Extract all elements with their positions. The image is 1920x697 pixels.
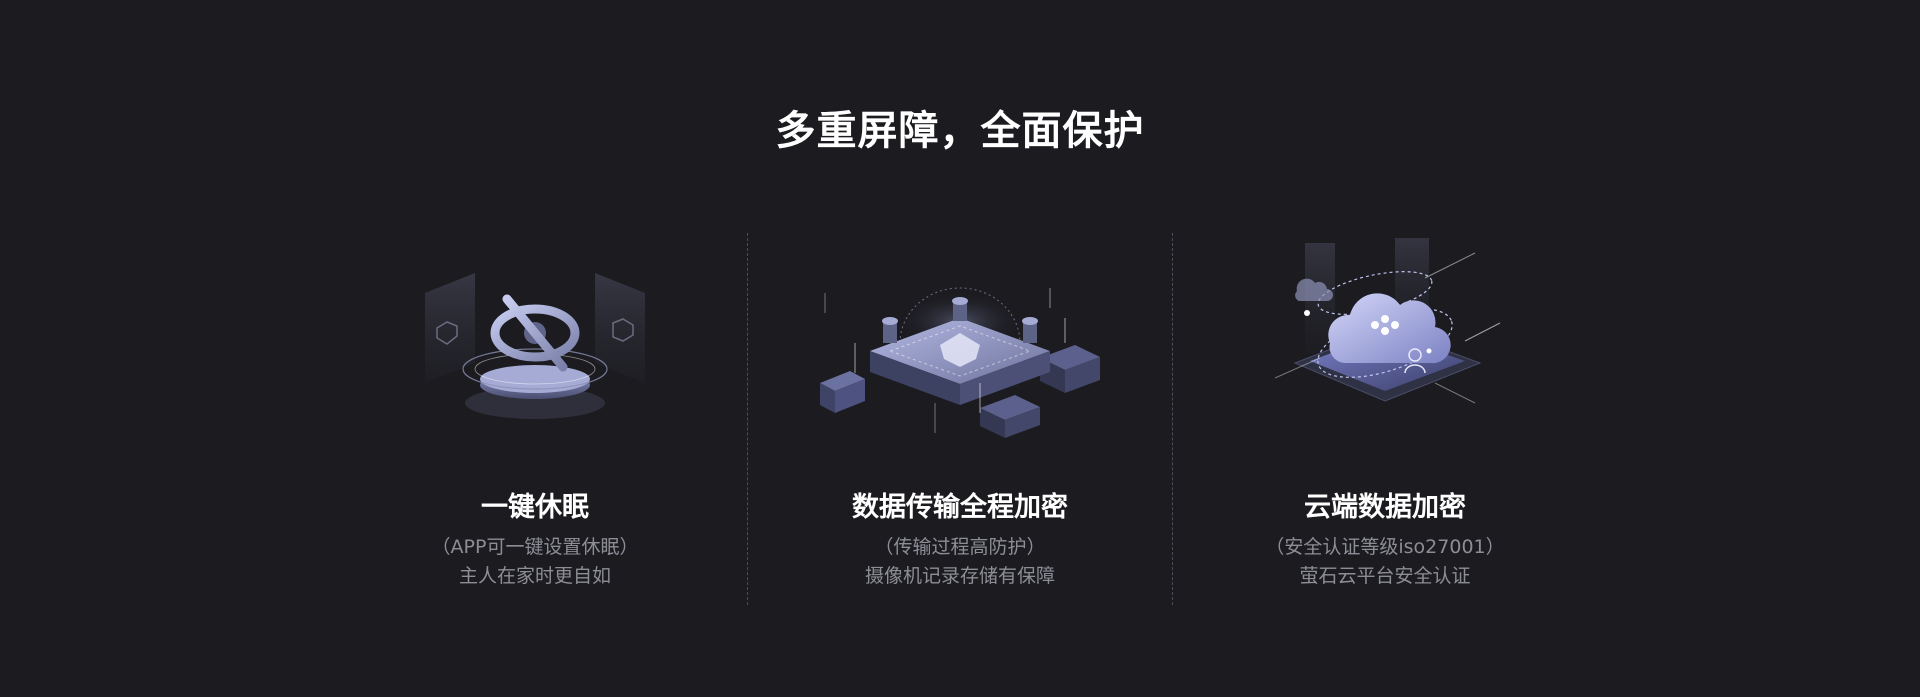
- feature-title: 云端数据加密: [1304, 492, 1466, 523]
- dashed-divider: [1172, 233, 1173, 605]
- feature-transfer-encryption: 数据传输全程加密 （传输过程高防护） 摄像机记录存储有保障: [748, 233, 1172, 605]
- feature-sleep-mode: 一键休眠 （APP可一键设置休眠） 主人在家时更自如: [323, 233, 747, 605]
- encrypted-chip-icon: [810, 233, 1110, 443]
- features-section: 一键休眠 （APP可一键设置休眠） 主人在家时更自如: [323, 233, 1597, 605]
- eye-off-sleep-icon: [385, 233, 685, 443]
- feature-subtitle: （APP可一键设置休眠）: [431, 536, 639, 558]
- feature-subtitle: （传输过程高防护）: [874, 536, 1046, 558]
- feature-title: 一键休眠: [481, 492, 589, 523]
- feature-description: 萤石云平台安全认证: [1299, 565, 1471, 587]
- feature-subtitle: （安全认证等级iso27001）: [1265, 536, 1505, 558]
- cloud-encryption-icon: [1235, 233, 1535, 443]
- feature-cloud-encryption: 云端数据加密 （安全认证等级iso27001） 萤石云平台安全认证: [1173, 233, 1597, 605]
- feature-description: 摄像机记录存储有保障: [864, 565, 1055, 587]
- feature-title: 数据传输全程加密: [852, 492, 1068, 523]
- dashed-divider: [747, 233, 748, 605]
- feature-description: 主人在家时更自如: [458, 565, 611, 587]
- page-title: 多重屏障，全面保护: [775, 108, 1145, 154]
